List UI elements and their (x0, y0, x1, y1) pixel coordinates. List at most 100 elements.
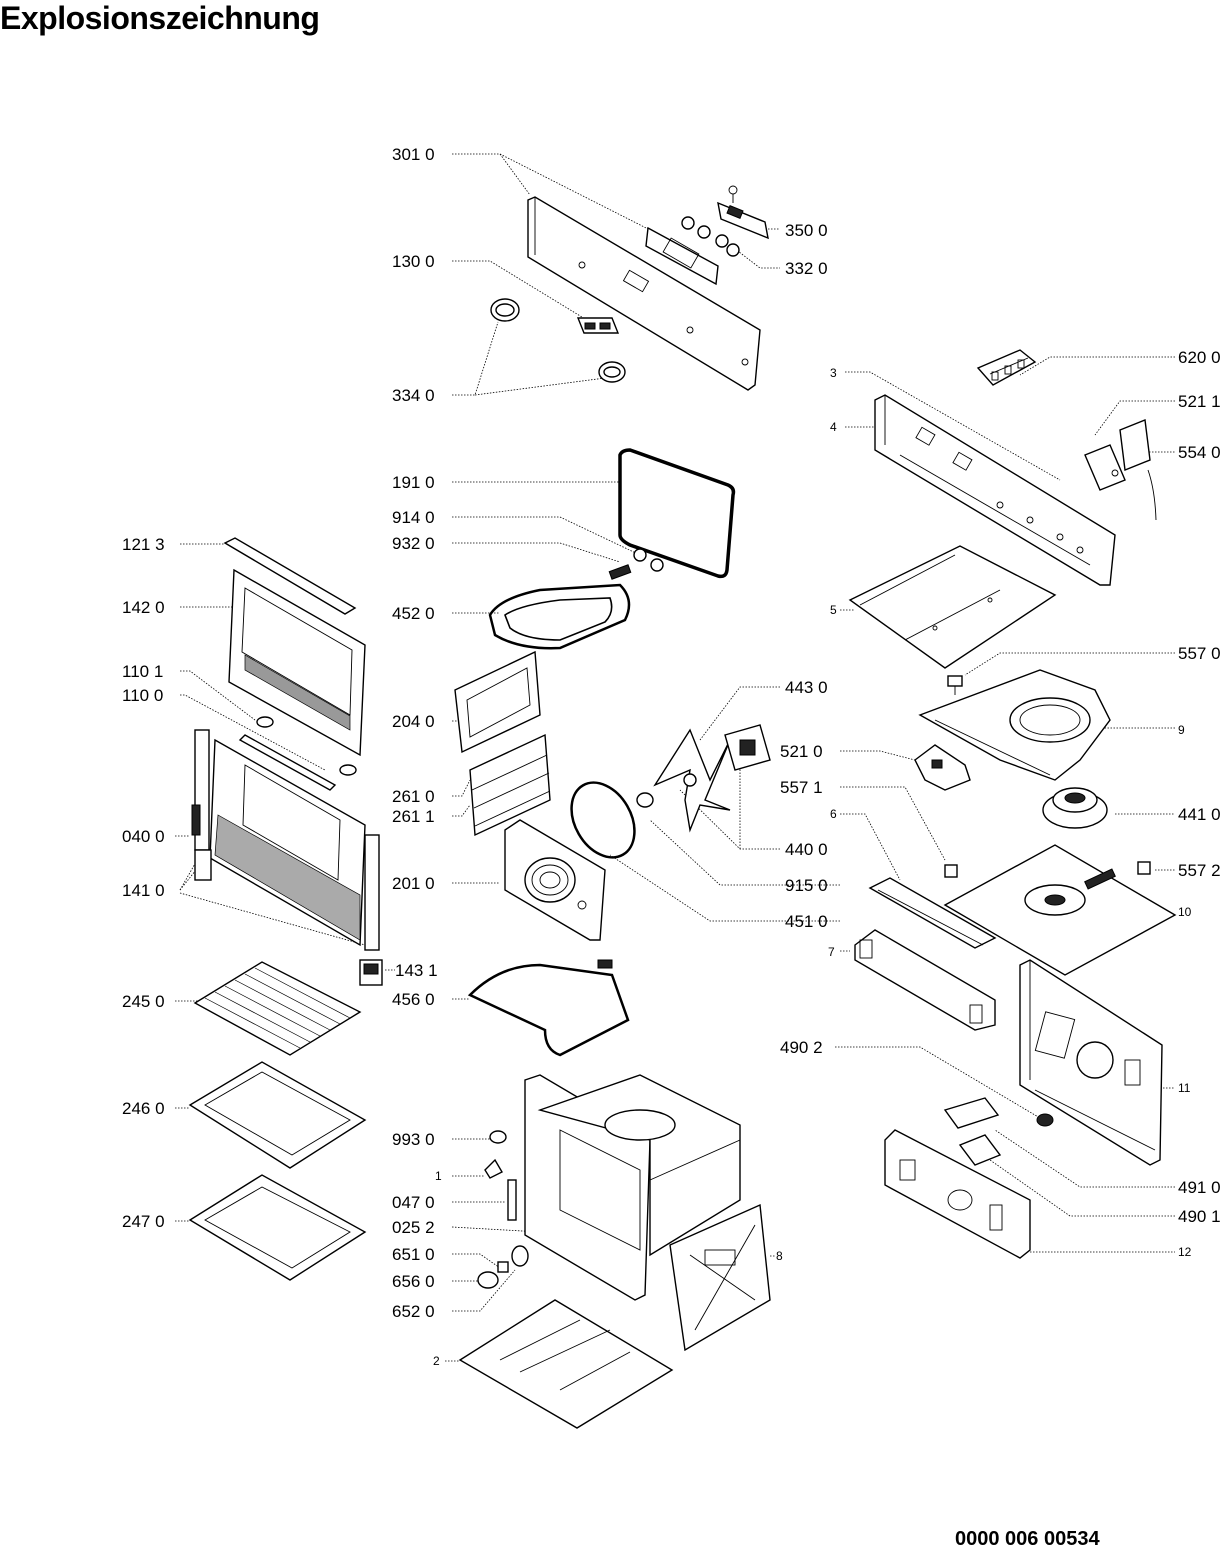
label-651-0: 651 0 (392, 1245, 435, 1264)
label-456-0: 456 0 (392, 990, 435, 1009)
label-620-0: 620 0 (1178, 348, 1221, 367)
label-521-1: 521 1 (1178, 392, 1221, 411)
label-5: 5 (830, 603, 837, 617)
label-915-0: 915 0 (785, 876, 828, 895)
door-handle-part (238, 716, 357, 791)
middle-plate-part (943, 844, 1177, 976)
label-12: 12 (1178, 1245, 1192, 1259)
lower-element-part (467, 959, 630, 1057)
label-8: 8 (776, 1249, 783, 1263)
terminal-strip-part (943, 1097, 1002, 1166)
diagram-title: Explosionszeichnung (0, 0, 320, 36)
rear-cover-plate-part (454, 650, 541, 754)
sensor-clip-part (944, 861, 1151, 878)
label-6: 6 (830, 807, 837, 821)
label-142-0: 142 0 (122, 598, 165, 617)
label-557-1: 557 1 (780, 778, 823, 797)
fan-wheel-part (653, 724, 771, 833)
deep-tray-part (188, 1174, 367, 1281)
label-521-0: 521 0 (780, 742, 823, 761)
upper-rear-panel-part (874, 394, 1116, 586)
label-261-1: 261 1 (392, 807, 435, 826)
rear-wall-part (1019, 959, 1163, 1166)
inner-door-part (209, 738, 366, 947)
top-cover-part (848, 545, 1057, 669)
side-panel-part (669, 1203, 771, 1352)
label-040-0: 040 0 (122, 827, 165, 846)
label-110-1: 110 1 (122, 662, 163, 681)
door-top-trim-part (223, 537, 357, 615)
label-557-2: 557 2 (1178, 861, 1221, 880)
wire-rack-part (193, 961, 362, 1056)
leader-lines (175, 153, 1175, 1362)
label-332-0: 332 0 (785, 259, 828, 278)
label-451-0: 451 0 (785, 912, 828, 931)
label-993-0: 993 0 (392, 1130, 435, 1149)
label-440-0: 440 0 (785, 840, 828, 859)
label-10: 10 (1178, 905, 1192, 919)
part-drawings (188, 185, 1177, 1429)
ring-element-part (570, 781, 636, 859)
fan-nut-part (636, 792, 654, 808)
label-334-0: 334 0 (392, 386, 435, 405)
fan-cover-part (504, 819, 606, 941)
label-047-0: 047 0 (392, 1193, 435, 1212)
door-hinge-part (191, 729, 380, 951)
thermostat-part (1084, 419, 1157, 521)
fan-housing-part (918, 669, 1111, 781)
side-rack-part (469, 733, 551, 837)
label-121-3: 121 3 (122, 535, 165, 554)
label-656-0: 656 0 (392, 1272, 435, 1291)
baking-tray-part (188, 1061, 367, 1169)
label-491-0: 491 0 (1178, 1178, 1221, 1197)
document-number: 0000 006 00534 (955, 1528, 1100, 1550)
label-441-0: 441 0 (1178, 805, 1221, 824)
label-143-1: 143 1 (395, 961, 438, 980)
label-247-0: 247 0 (122, 1212, 165, 1231)
grill-element-part (488, 583, 631, 650)
label-452-0: 452 0 (392, 604, 435, 623)
label-9: 9 (1178, 723, 1185, 737)
bracket-part (576, 317, 620, 334)
label-4: 4 (830, 420, 837, 434)
label-557-0: 557 0 (1178, 644, 1221, 663)
label-246-0: 246 0 (122, 1099, 165, 1118)
small-fittings-part (484, 1130, 517, 1221)
label-7: 7 (828, 945, 835, 959)
programmer-part (717, 185, 769, 240)
bottom-plate-part (458, 1299, 674, 1429)
label-652-0: 652 0 (392, 1302, 435, 1321)
side-bracket-part (854, 929, 996, 1031)
label-025-2: 025 2 (392, 1218, 435, 1237)
terminal-block-part (976, 349, 1037, 386)
gasket-fastener-part (608, 548, 664, 580)
label-201-0: 201 0 (392, 874, 435, 893)
small-knobs-part (681, 216, 740, 257)
label-11: 11 (1178, 1081, 1191, 1095)
label-301-0: 301 0 (392, 145, 435, 164)
control-panel-part (527, 196, 761, 391)
label-3: 3 (830, 366, 837, 380)
label-2: 2 (433, 1354, 440, 1368)
back-plate-part (884, 1129, 1031, 1259)
label-490-1: 490 1 (1178, 1207, 1221, 1226)
label-191-0: 191 0 (392, 473, 435, 492)
clamp-part (1036, 1113, 1054, 1127)
oven-cavity-part (524, 1074, 741, 1301)
label-554-0: 554 0 (1178, 443, 1221, 462)
label-204-0: 204 0 (392, 712, 435, 731)
label-443-0: 443 0 (785, 678, 828, 697)
label-130-0: 130 0 (392, 252, 435, 271)
duct-channel-part (868, 877, 997, 949)
lamp-part (477, 1245, 529, 1289)
part-labels: 301 0 130 0 334 0 350 0 332 0 620 0 3 4 … (122, 145, 1221, 1368)
sensor-bracket-part (914, 744, 971, 791)
label-490-2: 490 2 (780, 1038, 823, 1057)
label-245-0: 245 0 (122, 992, 165, 1011)
label-110-0: 110 0 (122, 686, 163, 705)
fan-motor-part (1042, 787, 1108, 829)
thermal-fuse-part (947, 675, 963, 695)
label-914-0: 914 0 (392, 508, 435, 527)
knob-part (490, 298, 626, 383)
